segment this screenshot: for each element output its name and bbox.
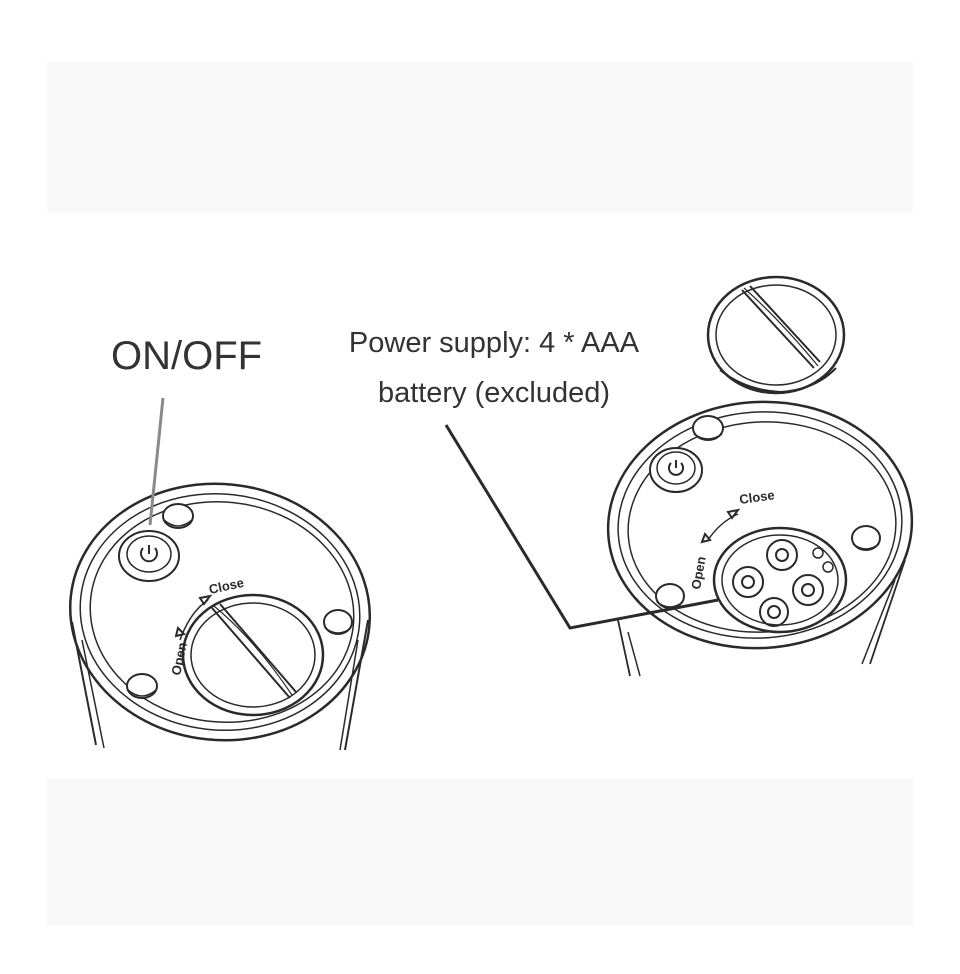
arrow-left-icon [174, 626, 186, 638]
power-supply-line-1: Power supply: 4 * AAA [348, 327, 640, 359]
open-label-right: Open [688, 555, 709, 590]
arrow-right-icon [198, 594, 213, 606]
power-supply-label: Power supply: 4 * AAA battery (excluded) [334, 318, 654, 418]
outer-rim [68, 482, 372, 742]
arrow-left-icon [700, 532, 712, 544]
open-label-left: Open [168, 641, 190, 677]
power-icon [140, 545, 158, 563]
power-icon [668, 460, 684, 476]
power-button [649, 447, 703, 493]
bottom-background-band [47, 778, 913, 926]
rim-knob [162, 503, 194, 529]
removed-battery-cover [706, 275, 846, 395]
open-close-indicator [174, 594, 213, 641]
close-label-left: Close [208, 575, 246, 597]
battery-cover [181, 593, 325, 717]
close-label-right: Close [738, 487, 775, 507]
onoff-leader-line [148, 397, 165, 526]
right-device [606, 275, 914, 677]
open-close-indicator [700, 508, 741, 544]
rim-knob [851, 525, 881, 551]
power-button [118, 530, 180, 582]
top-background-band [47, 62, 913, 212]
rim-knob [323, 609, 353, 635]
power-supply-line-2: battery (excluded) [377, 377, 611, 409]
rim-knob [126, 673, 158, 699]
outer-rim [606, 400, 914, 650]
onoff-label: ON/OFF [111, 334, 263, 378]
power-supply-leader-line [444, 424, 719, 630]
rim-knob [655, 583, 685, 609]
right-device-body-edge [344, 619, 369, 751]
arrow-right-icon [726, 508, 741, 520]
left-device [68, 397, 372, 751]
battery-icon [732, 539, 824, 627]
rim-knob [692, 415, 724, 441]
battery-compartment [712, 526, 848, 634]
